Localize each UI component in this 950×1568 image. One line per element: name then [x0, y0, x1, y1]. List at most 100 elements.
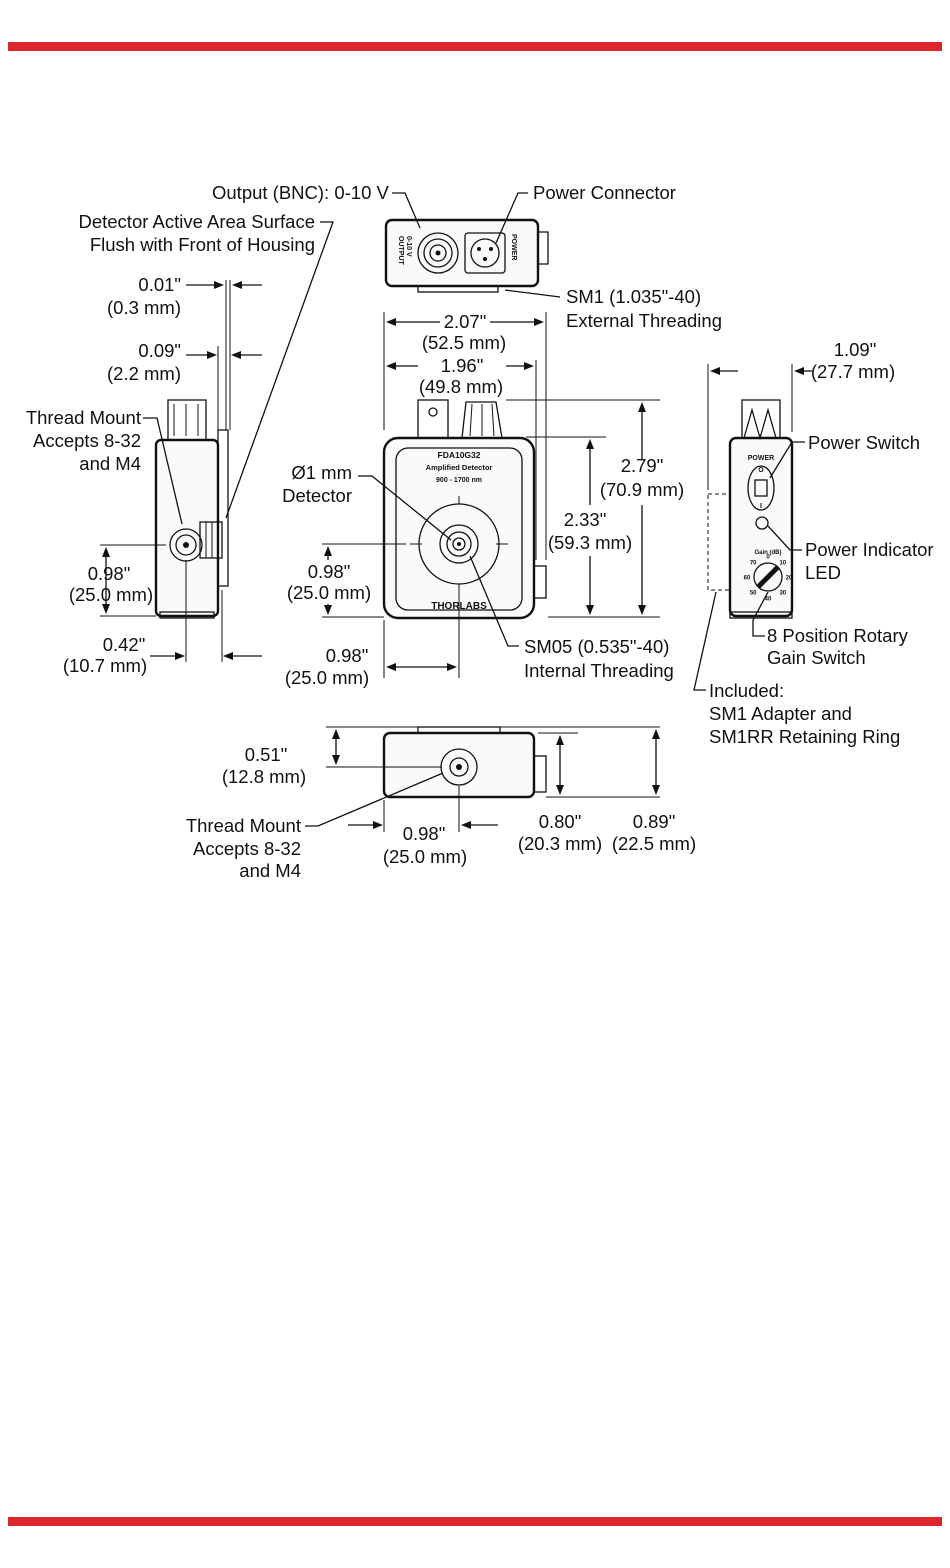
bottom-view: 0.51" (12.8 mm) Thread Mount Accepts 8-3… [186, 726, 696, 881]
gain-tick-label: 70 [750, 561, 757, 567]
top-output-range-text: 0-10 V [405, 236, 412, 257]
power-led-icon [755, 516, 769, 530]
bottom-view-connector [533, 755, 547, 793]
active-area-leader [225, 221, 334, 519]
dim-109-in: 1.09" [834, 339, 877, 360]
power-led-line2: LED [805, 562, 841, 583]
dim-051-mm: (12.8 mm) [222, 766, 306, 787]
gain-tick-label: 0 [766, 555, 770, 561]
dim-233-mm: (59.3 mm) [548, 532, 632, 553]
sm1-label-line1: SM1 (1.035"-40) [566, 286, 701, 307]
gain-tick-label: 50 [750, 590, 757, 596]
dim-207-in: 2.07" [444, 311, 487, 332]
bottom-accent-bar [8, 1517, 942, 1526]
gain-tick-label: 40 [765, 597, 772, 603]
included-line2: SM1 Adapter and [709, 703, 852, 724]
sm1-leader [504, 289, 561, 298]
dim-080-mm: (20.3 mm) [518, 833, 602, 854]
included-line1: Included: [709, 680, 784, 701]
dim-042-mm: (10.7 mm) [63, 655, 147, 676]
side-thread-mount-line1: Thread Mount [26, 407, 141, 428]
included-adapter-outline [707, 493, 731, 591]
side-view-front-face [217, 429, 229, 587]
front-type-text: Amplified Detector [426, 463, 493, 472]
dim-098-front-v-mm: (25.0 mm) [287, 582, 371, 603]
dim-098-front-v-in: 0.98" [308, 561, 351, 582]
front-model-text: FDA10G32 [438, 450, 481, 460]
output-bnc-leader [392, 192, 421, 229]
gain-switch-line2: Gain Switch [767, 647, 866, 668]
gain-switch-leader [752, 591, 769, 637]
dim-098-side-in: 0.98" [88, 563, 131, 584]
dim-051-in: 0.51" [245, 744, 288, 765]
dim-009-mm: (2.2 mm) [107, 363, 181, 384]
right-view-connector [741, 399, 781, 439]
gain-tick-label: 10 [779, 561, 786, 567]
bottom-thread-mount-line2: Accepts 8-32 [193, 838, 301, 859]
bottom-thread-mount-leader [305, 772, 444, 827]
sm05-label-line2: Internal Threading [524, 660, 674, 681]
power-switch-icon: O I [747, 465, 775, 511]
power-switch-label: Power Switch [808, 432, 920, 453]
dim-196-mm: (49.8 mm) [419, 376, 503, 397]
bottom-thread-mount-line3: and M4 [239, 860, 301, 881]
top-view: OUTPUT 0-10 V POWER Output (BNC): 0-10 V… [212, 182, 722, 331]
dim-042-in: 0.42" [103, 634, 146, 655]
gain-tick-label: 20 [786, 576, 793, 582]
front-range-text: 900 - 1700 nm [436, 477, 482, 484]
side-thread-mount-line2: Accepts 8-32 [33, 430, 141, 451]
dim-098-front-h-mm: (25.0 mm) [285, 667, 369, 688]
switch-on-text: O [758, 467, 764, 474]
side-view-sm1-thread [199, 521, 223, 559]
active-area-label-line2: Flush with Front of Housing [90, 234, 315, 255]
power-connector-leader [495, 192, 528, 244]
side-view-housing [154, 438, 220, 618]
detector-leader [358, 475, 452, 541]
gain-knob-icon [753, 562, 783, 592]
sm1-label-line2: External Threading [566, 310, 722, 331]
power-switch-leader [769, 441, 805, 479]
dim-098-side-mm: (25.0 mm) [69, 584, 153, 605]
side-thread-mount-leader [143, 417, 183, 525]
dim-196-in: 1.96" [441, 355, 484, 376]
front-view: FDA10G32 Amplified Detector 900 - 1700 n… [282, 311, 684, 688]
dim-080-in: 0.80" [539, 811, 582, 832]
gain-title-text: Gain (dB) [755, 550, 782, 556]
dim-009-in: 0.09" [138, 340, 181, 361]
dim-089-mm: (22.5 mm) [612, 833, 696, 854]
gain-switch-line1: 8 Position Rotary [767, 625, 909, 646]
included-leader [693, 591, 717, 691]
left-side-view: Detector Active Area Surface Flush with … [26, 211, 334, 676]
dim-233-in: 2.33" [564, 509, 607, 530]
detector-aperture-icon [410, 496, 508, 585]
top-power-text: POWER [510, 234, 517, 260]
sm05-leader [469, 555, 519, 647]
dim-279-in: 2.79" [621, 455, 664, 476]
power-connector-icon [464, 232, 506, 274]
active-area-label-line1: Detector Active Area Surface [78, 211, 315, 232]
power-led-leader [767, 525, 802, 551]
output-bnc-label: Output (BNC): 0-10 V [212, 182, 390, 203]
detector-dia-line1: Ø1 mm [291, 462, 352, 483]
side-view-bnc [167, 399, 207, 441]
front-view-power-connector [461, 401, 503, 439]
top-output-text: OUTPUT [397, 236, 404, 266]
dim-001-mm: (0.3 mm) [107, 297, 181, 318]
front-view-bnc [417, 399, 449, 439]
top-view-switch-stub [537, 231, 549, 265]
dim-089-in: 0.89" [633, 811, 676, 832]
sm05-label-line1: SM05 (0.535"-40) [524, 636, 669, 657]
side-thread-mount-line3: and M4 [79, 453, 141, 474]
bnc-connector-icon [417, 232, 459, 274]
front-view-side-stub [533, 565, 547, 599]
power-led-line1: Power Indicator [805, 539, 934, 560]
dim-109-mm: (27.7 mm) [811, 361, 895, 382]
top-view-sm1-thread [417, 285, 499, 293]
top-accent-bar [8, 42, 942, 51]
right-power-text: POWER [748, 455, 774, 462]
switch-off-text: I [760, 503, 762, 510]
dim-098-front-h-in: 0.98" [326, 645, 369, 666]
